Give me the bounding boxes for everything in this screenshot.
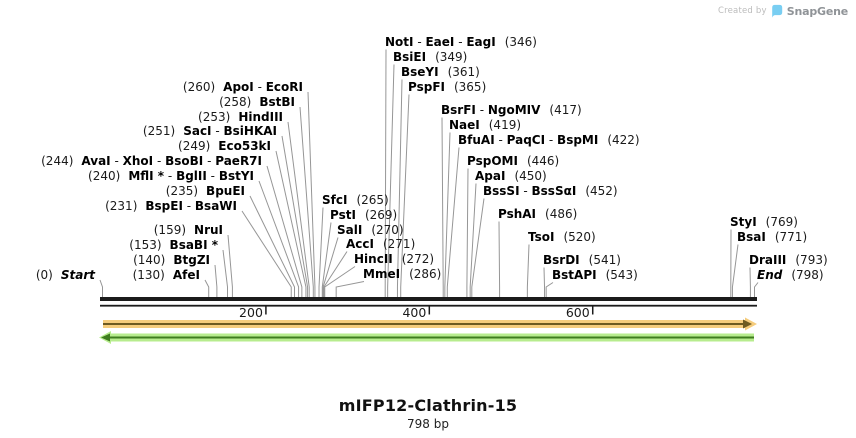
restriction-site-label[interactable]: (153)BsaBI * [129,237,218,252]
restriction-site-label[interactable]: PspOMI(446) [467,153,560,168]
restriction-site-label[interactable]: DraIII(793) [749,252,828,267]
site-connector-line [249,195,296,297]
restriction-site-label[interactable]: BsaI(771) [737,229,808,244]
site-connector-line [335,281,365,297]
site-connector-line [318,207,324,297]
site-connector-line [287,121,310,297]
site-connector-line [323,251,348,297]
restriction-site-label[interactable]: (251)SacI - BsiHKAI [142,123,277,138]
site-connector-line [266,165,303,297]
axis-tick-label: 400 [402,305,426,320]
restriction-site-label[interactable]: (244)AvaI - XhoI - BsoBI - PaeR7I [41,153,262,168]
restriction-site-label[interactable]: (258)BstBI [219,94,295,109]
site-connector-line [324,266,356,297]
site-connector-line [471,198,485,297]
restriction-site-label[interactable]: HincII(272) [354,251,435,266]
restriction-site-label[interactable]: TsoI(520) [528,229,596,244]
site-connector-line [241,210,292,297]
restriction-site-label[interactable]: PstI(269) [330,207,398,222]
site-connector-line [99,279,103,297]
restriction-site-label[interactable]: BsrDI(541) [543,252,621,267]
site-connector-line [469,183,477,297]
restriction-site-label[interactable]: ApaI(450) [475,168,547,183]
site-connector-line [754,282,759,297]
restriction-site-label[interactable]: NotI - EaeI - EagI(346) [385,34,537,49]
site-connector-line [441,117,444,297]
restriction-site-label[interactable]: (140)BtgZI [133,252,210,267]
site-connector-line [498,221,501,297]
site-connector-line [446,147,460,297]
site-connector-line [545,282,554,297]
site-connector-line [258,180,300,297]
snapgene-brand-text: SnapGene [786,4,848,18]
restriction-site-label[interactable]: BssSI - BssSαI(452) [483,183,618,198]
restriction-site-label[interactable]: (235)BpuEI [165,183,245,198]
site-connector-line [526,244,530,297]
snapgene-watermark: Created by SnapGene [718,4,848,18]
sequence-backbone[interactable] [100,297,757,301]
site-connector-line [321,222,332,297]
site-connector-line [466,168,469,297]
axis-tick-label: 600 [566,305,590,320]
site-connector-line [731,244,739,297]
created-by-text: Created by [717,6,767,16]
site-connector-line [543,267,546,297]
restriction-site-label[interactable]: BseYI(361) [401,64,480,79]
restriction-site-label[interactable]: StyI(769) [730,214,798,229]
site-connector-line [444,132,451,297]
restriction-site-label[interactable]: (260)ApoI - EcoRI [182,79,303,94]
snapgene-logo-icon [771,4,783,18]
site-connector-line [275,150,307,297]
site-connector-line [396,79,403,297]
restriction-site-label[interactable]: BstAPI(543) [552,267,638,282]
site-connector-line [384,49,387,297]
site-connector-line [299,106,314,297]
site-connector-line [322,237,339,297]
site-connector-line [204,279,210,297]
restriction-site-label[interactable]: End(798) [757,267,824,282]
restriction-site-label[interactable]: BsrFI - NgoMIV(417) [441,102,582,117]
restriction-site-label[interactable]: SfcI(265) [322,192,389,207]
restriction-site-label[interactable]: (159)NruI [153,222,223,237]
map-caption: mIFP12-Clathrin-15 798 bp [0,396,856,431]
restriction-site-label[interactable]: SalI(270) [337,222,404,237]
site-connector-line [227,234,233,297]
restriction-site-label[interactable]: (0)Start [35,267,95,282]
forward-feature-arrow-core-head [743,319,752,329]
restriction-site-label[interactable]: (130)AfeI [132,267,200,282]
construct-length: 798 bp [407,417,449,431]
restriction-site-label[interactable]: (231)BspEI - BsaWI [105,198,237,213]
site-connector-line [387,64,395,297]
restriction-site-label[interactable]: NaeI(419) [449,117,522,132]
restriction-site-label[interactable]: (253)HindIII [198,109,283,124]
restriction-site-label[interactable]: AccI(271) [346,236,416,251]
restriction-site-label[interactable]: PspFI(365) [408,79,487,94]
restriction-site-label[interactable]: PshAI(486) [498,206,578,221]
sequence-backbone-lower-strand[interactable] [100,304,757,307]
construct-title: mIFP12-Clathrin-15 [338,396,518,415]
site-connector-line [281,135,309,297]
reverse-feature-arrow-core-head [101,333,110,342]
restriction-site-label[interactable]: BfuAI - PaqCI - BspMI(422) [458,132,640,147]
restriction-site-label[interactable]: BsiEI(349) [393,49,468,64]
site-connector-line [307,91,316,297]
axis-tick-label: 200 [239,305,263,320]
site-connector-line [222,249,229,297]
restriction-site-label[interactable]: (249)Eco53kI [178,138,271,153]
site-connector-line [214,264,218,297]
restriction-site-label[interactable]: (240)MflI * - BglII - BstYI [88,168,254,183]
site-connector-line [400,94,410,297]
restriction-site-label[interactable]: MmeI(286) [363,266,442,281]
